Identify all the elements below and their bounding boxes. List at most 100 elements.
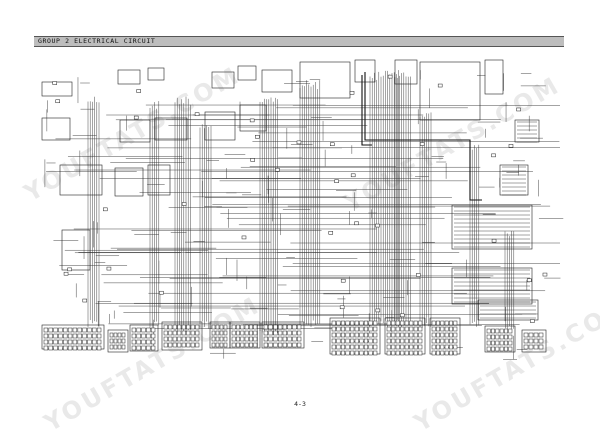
main-harness [361, 72, 482, 201]
connector-pin [391, 344, 396, 350]
connector-pin [131, 327, 137, 333]
connector-pin [431, 344, 436, 350]
connector-pin [486, 346, 491, 352]
connector-pin [287, 330, 292, 336]
connector-pin [350, 338, 355, 344]
connector-pin [249, 336, 253, 342]
connector-pin [215, 324, 220, 330]
connector-pin [340, 350, 346, 356]
connector-pin [391, 332, 396, 338]
connector-pin [386, 332, 391, 338]
connector-pin [504, 328, 508, 334]
connector-pin [440, 344, 445, 350]
component-box [204, 111, 236, 141]
connector-pin [409, 320, 414, 326]
connector-pin [67, 327, 73, 333]
connector-pin [373, 350, 378, 356]
connector-pin [113, 344, 118, 350]
terminal [82, 298, 88, 303]
connector-pin [354, 350, 359, 356]
connector-pin [523, 332, 529, 338]
connector-pin [273, 336, 278, 342]
connector-pin [363, 344, 369, 350]
connector-pin [136, 327, 141, 333]
connector-pin [219, 324, 224, 330]
connector-pin [117, 332, 122, 338]
connector-pin [67, 345, 73, 351]
connector-pin [336, 350, 341, 356]
connector-pin [413, 350, 418, 356]
connector-pin [53, 327, 58, 333]
connector-pin [278, 342, 283, 348]
terminal [194, 112, 200, 116]
connector-pin [495, 328, 500, 334]
connector-pin [499, 340, 504, 346]
connector-pin [146, 327, 151, 333]
connector-pin [340, 332, 346, 338]
connector-pin [491, 334, 495, 340]
connector-pin [292, 330, 297, 336]
connector-pin [363, 326, 369, 332]
connector-pin [219, 330, 224, 336]
connector-pin [418, 344, 423, 350]
connector-pin [190, 342, 195, 348]
component-box [41, 117, 71, 141]
connector-pin [244, 342, 249, 348]
connector-pin [404, 350, 409, 356]
connector-pin [82, 339, 87, 345]
connector-pin [440, 326, 445, 332]
connector-pin [386, 344, 391, 350]
connector-pin [508, 334, 513, 340]
connector-pin [444, 338, 449, 344]
connector-pin [163, 330, 168, 336]
connector-pin [363, 350, 369, 356]
connector-pin [486, 334, 491, 340]
connector-pin [268, 342, 273, 348]
connector-pin [363, 320, 369, 326]
connector-pin [240, 324, 245, 330]
connector-pin [404, 344, 409, 350]
connector-pin [186, 336, 191, 342]
connector-pin [263, 330, 268, 336]
connector-pin [400, 350, 405, 356]
connector-pin [150, 339, 156, 345]
connector-pin [413, 326, 418, 332]
connector-pin [486, 340, 491, 346]
connector-pin [136, 345, 141, 351]
connector-pin [236, 324, 240, 330]
connector-pin [211, 330, 216, 336]
connector-pin [345, 326, 350, 332]
connector-pin [368, 332, 373, 338]
connector-pin [92, 327, 97, 333]
connector-pin [528, 344, 534, 350]
connector-pin [440, 320, 445, 326]
connector-pin [354, 320, 359, 326]
connector-pin [77, 333, 82, 339]
connector-pin [297, 336, 302, 342]
connector-pin [53, 333, 58, 339]
connector-pin [195, 342, 200, 348]
connector-pin [413, 320, 418, 326]
connector-pin [413, 338, 418, 344]
connector-pin [211, 336, 216, 342]
connector-pin [354, 326, 359, 332]
connector-pin [236, 330, 240, 336]
connector-pin [82, 327, 87, 333]
connector-pin [223, 324, 228, 330]
terminal [159, 290, 164, 295]
connector-pin [386, 320, 391, 326]
terminal [67, 267, 72, 272]
connector-pin [121, 338, 126, 344]
wiring-group [44, 70, 564, 360]
connector-pin [253, 342, 258, 348]
connector-pin [373, 338, 378, 344]
connector-pin [211, 342, 216, 348]
connector-pin [231, 342, 236, 348]
connector-pin [131, 339, 137, 345]
terminal [249, 118, 255, 123]
terminal [255, 134, 260, 139]
connector-pin [533, 332, 539, 338]
connector-pin [231, 330, 236, 336]
terminal [328, 231, 334, 235]
terminal [52, 81, 57, 85]
